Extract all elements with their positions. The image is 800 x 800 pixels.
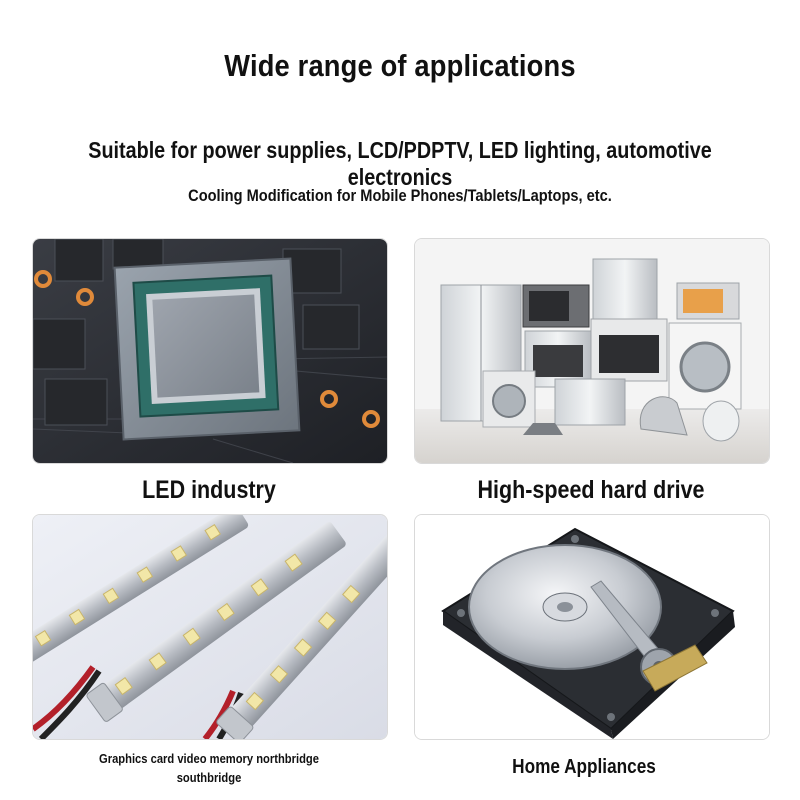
home-appliances-image [414,238,770,464]
caption-graphics-card: Graphics card video memory northbridge s… [57,749,361,787]
pcb-chip-image [32,238,388,464]
page-tagline: Cooling Modification for Mobile Phones/T… [188,186,612,205]
caption-home-appliances: Home Appliances [512,756,656,778]
caption-graphics-card-line1: Graphics card video memory northbridge [99,751,319,766]
page-subtitle: Suitable for power supplies, LCD/PDPTV, … [88,137,712,190]
led-strip-image [32,514,388,740]
page-title: Wide range of applications [224,48,576,83]
caption-led-industry: LED industry [142,476,276,504]
caption-graphics-card-line2: southbridge [176,770,242,785]
caption-hard-drive: High-speed hard drive [477,476,705,504]
hard-drive-image [414,514,770,740]
